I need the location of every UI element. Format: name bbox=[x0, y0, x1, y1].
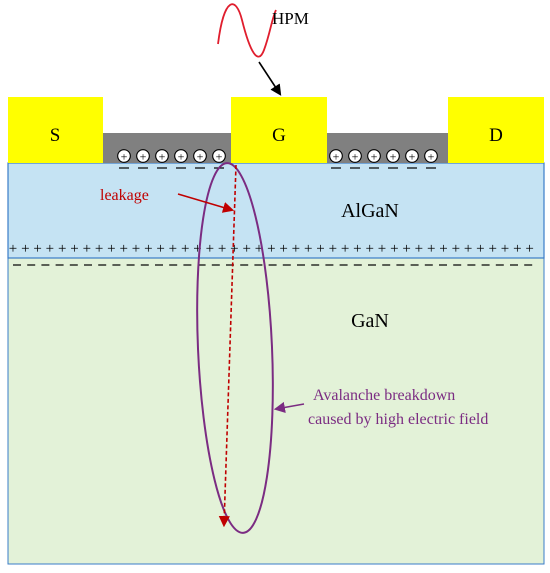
interface-plus-sign: + bbox=[193, 241, 201, 257]
interface-plus-sign: + bbox=[218, 241, 226, 257]
positive-charge-circle bbox=[386, 149, 400, 163]
interface-plus-sign: + bbox=[107, 241, 115, 257]
interface-plus-sign: + bbox=[292, 241, 300, 257]
interface-plus-sign: + bbox=[378, 241, 386, 257]
interface-positive-charges: ++++++++++++++++++++++++++++++++++++++++… bbox=[9, 241, 534, 257]
hpm-label: HPM bbox=[272, 9, 309, 28]
positive-charge-circle bbox=[174, 149, 188, 163]
interface-plus-sign: + bbox=[415, 241, 423, 257]
interface-plus-sign: + bbox=[316, 241, 324, 257]
interface-plus-sign: + bbox=[329, 241, 337, 257]
interface-plus-sign: + bbox=[33, 241, 41, 257]
interface-plus-sign: + bbox=[83, 241, 91, 257]
interface-plus-sign: + bbox=[46, 241, 54, 257]
drain-electrode bbox=[448, 97, 544, 163]
positive-charge-sign: + bbox=[371, 149, 378, 163]
interface-plus-sign: + bbox=[279, 241, 287, 257]
positive-charge-circle bbox=[348, 149, 362, 163]
interface-plus-sign: + bbox=[9, 241, 17, 257]
source-electrode bbox=[8, 97, 103, 163]
positive-charge-sign: + bbox=[121, 149, 128, 163]
positive-charge-sign: + bbox=[333, 149, 340, 163]
interface-plus-sign: + bbox=[181, 241, 189, 257]
gate-electrode bbox=[231, 97, 327, 163]
interface-plus-sign: + bbox=[452, 241, 460, 257]
interface-plus-sign: + bbox=[501, 241, 509, 257]
positive-charge-sign: + bbox=[197, 149, 204, 163]
leakage-path-arrow bbox=[218, 164, 237, 528]
avalanche-label-line1: Avalanche breakdown bbox=[313, 387, 455, 404]
positive-charge-sign: + bbox=[352, 149, 359, 163]
positive-charge-circle bbox=[424, 149, 438, 163]
interface-plus-sign: + bbox=[206, 241, 214, 257]
interface-plus-sign: + bbox=[476, 241, 484, 257]
leakage-label: leakage bbox=[100, 187, 149, 204]
interface-plus-sign: + bbox=[267, 241, 275, 257]
interface-plus-sign: + bbox=[513, 241, 521, 257]
interface-plus-sign: + bbox=[242, 241, 250, 257]
algan-layer bbox=[7, 162, 545, 259]
positive-charge-sign: + bbox=[159, 149, 166, 163]
positive-charge-circle bbox=[405, 149, 419, 163]
interface-plus-sign: + bbox=[427, 241, 435, 257]
interface-plus-sign: + bbox=[95, 241, 103, 257]
positive-charge-circle bbox=[329, 149, 343, 163]
positive-charge-circle bbox=[367, 149, 381, 163]
interface-plus-sign: + bbox=[353, 241, 361, 257]
algan-label: AlGaN bbox=[341, 200, 399, 222]
positive-charge-circle bbox=[193, 149, 207, 163]
interface-plus-sign: + bbox=[255, 241, 263, 257]
interface-plus-sign: + bbox=[402, 241, 410, 257]
interface-plus-sign: + bbox=[70, 241, 78, 257]
gate-label: G bbox=[272, 125, 286, 146]
interface-plus-sign: + bbox=[156, 241, 164, 257]
gan-label: GaN bbox=[351, 310, 389, 332]
positive-charge-sign: + bbox=[390, 149, 397, 163]
drain-label: D bbox=[489, 125, 503, 146]
interface-plus-sign: + bbox=[58, 241, 66, 257]
interface-plus-sign: + bbox=[144, 241, 152, 257]
avalanche-label-line2: caused by high electric field bbox=[308, 411, 488, 428]
positive-charge-circle bbox=[155, 149, 169, 163]
hpm-arrow bbox=[258, 61, 282, 96]
positive-charge-circle bbox=[212, 149, 226, 163]
interface-plus-sign: + bbox=[341, 241, 349, 257]
avalanche-pointer-arrow bbox=[273, 401, 305, 413]
positive-charge-sign: + bbox=[409, 149, 416, 163]
surface-positive-charges-left: + + + + + + bbox=[117, 149, 226, 163]
interface-plus-sign: + bbox=[439, 241, 447, 257]
interface-plus-sign: + bbox=[230, 241, 238, 257]
interface-plus-sign: + bbox=[21, 241, 29, 257]
positive-charge-sign: + bbox=[140, 149, 147, 163]
source-label: S bbox=[50, 125, 61, 146]
interface-plus-sign: + bbox=[488, 241, 496, 257]
interface-plus-sign: + bbox=[464, 241, 472, 257]
interface-plus-sign: + bbox=[365, 241, 373, 257]
positive-charge-circle bbox=[117, 149, 131, 163]
interface-plus-sign: + bbox=[390, 241, 398, 257]
positive-charge-sign: + bbox=[216, 149, 223, 163]
positive-charge-sign: + bbox=[178, 149, 185, 163]
hpm-wave-icon bbox=[217, 3, 277, 58]
interface-plus-sign: + bbox=[169, 241, 177, 257]
positive-charge-sign: + bbox=[428, 149, 435, 163]
leakage-pointer-arrow bbox=[177, 193, 235, 213]
interface-plus-sign: + bbox=[132, 241, 140, 257]
interface-plus-sign: + bbox=[525, 241, 533, 257]
positive-charge-circle bbox=[136, 149, 150, 163]
interface-plus-sign: + bbox=[304, 241, 312, 257]
surface-positive-charges-right: + + + + + + bbox=[329, 149, 438, 163]
interface-plus-sign: + bbox=[119, 241, 127, 257]
avalanche-region-ellipse bbox=[196, 162, 274, 534]
